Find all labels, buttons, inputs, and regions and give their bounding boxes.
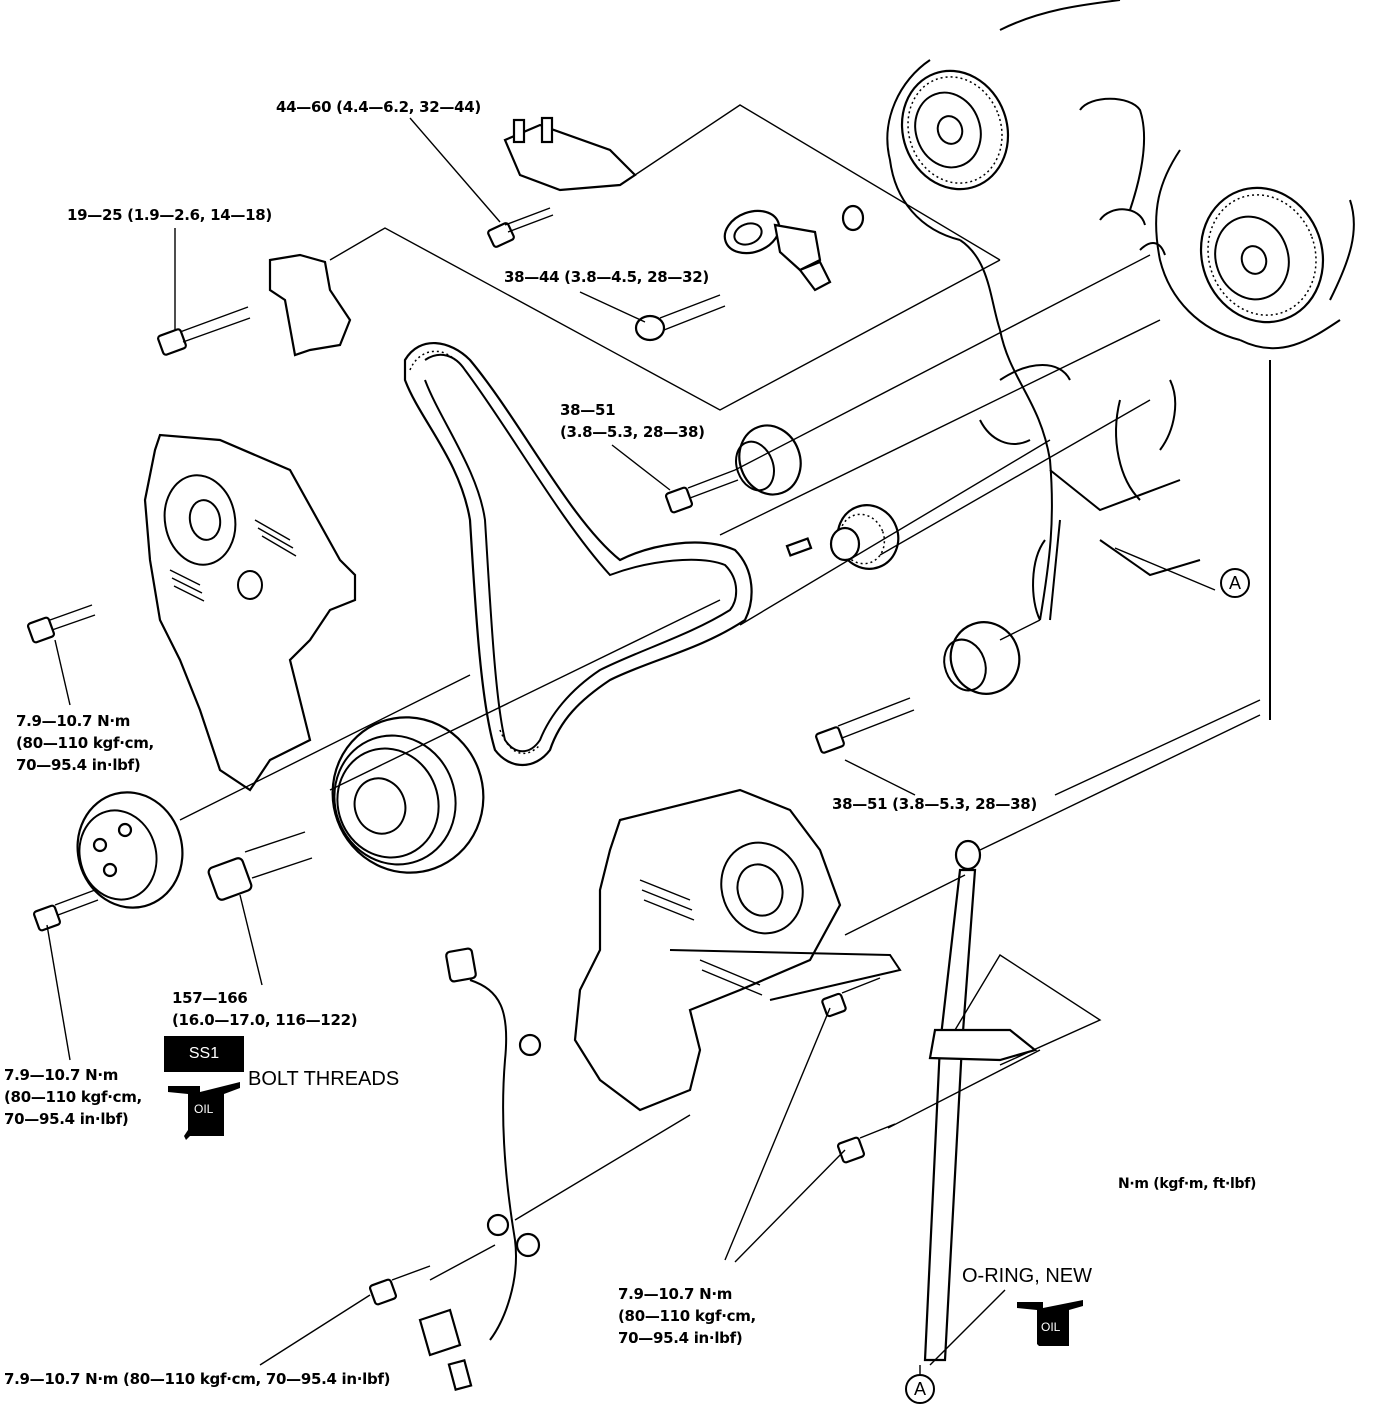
engine-mount-bracket — [268, 253, 352, 357]
crankshaft-pulley — [331, 716, 485, 874]
idler-pulley-upper-bolt — [664, 469, 739, 514]
idler-pulley-upper — [735, 424, 802, 496]
units-legend: N·m (kgf·m, ft·lbf) — [1118, 1176, 1257, 1192]
sensor-harness — [418, 947, 542, 1391]
torque-label-idler-lower: 38—51 (3.8—5.3, 28—38) — [832, 795, 1037, 813]
oil-can-icon — [168, 1082, 240, 1140]
torque-line: (80—110 kgf·cm, — [4, 1088, 142, 1106]
torque-label-tensioner-bracket: 44—60 (4.4—6.2, 32—44) — [276, 98, 481, 116]
torque-label-crankshaft-pulley: 157—166 (16.0—17.0, 116—122) — [172, 987, 358, 1031]
crankshaft-small-pulley — [76, 791, 184, 909]
idler-pulley-lower-bolt — [815, 697, 915, 754]
sensor-bolt — [368, 1265, 431, 1306]
torque-line: 7.9—10.7 N·m — [16, 712, 131, 730]
lower-cover-bolt-upper — [821, 977, 881, 1018]
torque-line: 70—95.4 in·lbf) — [16, 756, 141, 774]
tensioner-bracket-bolt — [487, 207, 554, 248]
torque-line: 7.9—10.7 N·m — [618, 1285, 733, 1303]
engine-mount-bracket-bolt — [157, 306, 251, 356]
crank-pulley-small-bolt — [32, 889, 99, 932]
torque-line: 38—51 — [560, 401, 616, 419]
tensioner-pulley — [723, 204, 865, 292]
lower-timing-cover — [573, 788, 902, 1112]
torque-label-upper-cover: 7.9—10.7 N·m (80—110 kgf·cm, 70—95.4 in·… — [16, 710, 154, 776]
oil-badge-text-2: OIL — [1041, 1320, 1061, 1334]
callout-a-lower: A — [905, 1374, 935, 1404]
lower-cover-bolt-lower — [836, 1123, 896, 1164]
torque-line: (16.0—17.0, 116—122) — [172, 1011, 358, 1029]
oil-can-icon-2 — [1017, 1300, 1083, 1346]
crankshaft-pulley-bolt — [207, 831, 313, 901]
o-ring-note: O-RING, NEW — [962, 1265, 1092, 1287]
upper-cover-bolt — [26, 604, 96, 644]
tensioner-pulley-bolt — [634, 294, 726, 342]
torque-label-idler-upper: 38—51 (3.8—5.3, 28—38) — [560, 399, 705, 443]
torque-label-lower-cover: 7.9—10.7 N·m (80—110 kgf·cm, 70—95.4 in·… — [618, 1283, 756, 1349]
torque-line: 7.9—10.7 N·m — [4, 1066, 119, 1084]
torque-line: 157—166 — [172, 989, 248, 1007]
engine-block — [886, 0, 1355, 720]
bolt-threads-note: BOLT THREADS — [248, 1068, 400, 1090]
idler-pulley-lower — [943, 621, 1021, 695]
callout-a-upper: A — [1220, 568, 1250, 598]
torque-line: (3.8—5.3, 28—38) — [560, 423, 705, 441]
tensioner-bracket — [503, 116, 637, 192]
torque-label-sensor-bolt: 7.9—10.7 N·m (80—110 kgf·cm, 70—95.4 in·… — [4, 1370, 391, 1388]
torque-line: 70—95.4 in·lbf) — [618, 1329, 743, 1347]
torque-label-crank-pulley-small: 7.9—10.7 N·m (80—110 kgf·cm, 70—95.4 in·… — [4, 1064, 142, 1130]
camshaft-sprocket-right — [1199, 186, 1325, 324]
torque-line: 70—95.4 in·lbf) — [4, 1110, 129, 1128]
torque-label-engine-mount-bracket: 19—25 (1.9—2.6, 14—18) — [67, 206, 272, 224]
ss1-badge: SS1 — [164, 1036, 244, 1072]
leader-lines — [46, 104, 1261, 1378]
torque-line: (80—110 kgf·cm, — [618, 1307, 756, 1325]
camshaft-sprocket-left — [900, 69, 1010, 191]
timing-belt — [403, 342, 753, 766]
torque-label-tensioner-pulley: 38—44 (3.8—4.5, 28—32) — [504, 268, 709, 286]
upper-timing-cover — [143, 433, 357, 792]
oil-badge-text: OIL — [194, 1102, 214, 1116]
crankshaft-sprocket — [785, 504, 900, 570]
torque-line: (80—110 kgf·cm, — [16, 734, 154, 752]
dipstick-tube — [923, 839, 1038, 1362]
